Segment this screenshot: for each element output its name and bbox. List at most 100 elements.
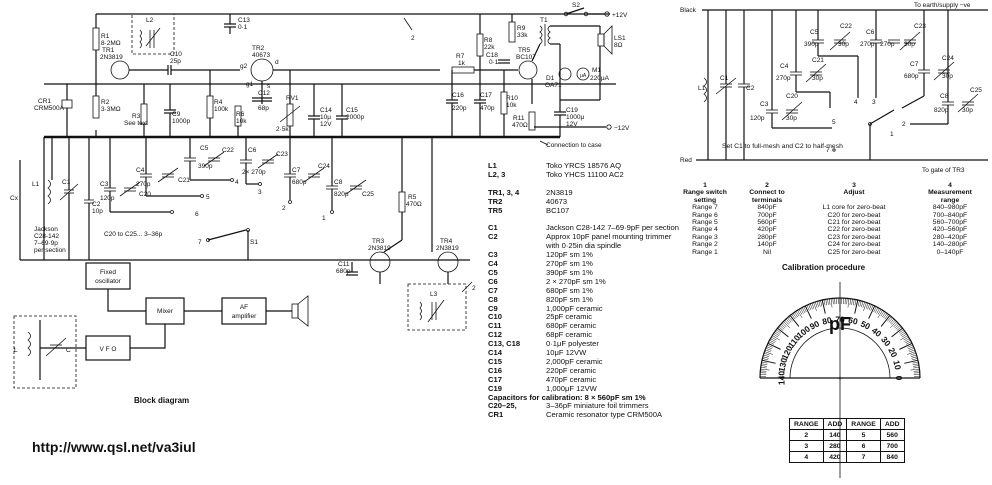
r2-label: R2 bbox=[101, 99, 110, 106]
dial-tick bbox=[889, 318, 893, 323]
cal-c7-value: 680p bbox=[904, 73, 919, 80]
cal-c22-value: 30p bbox=[838, 41, 849, 48]
term-7: 7 bbox=[198, 239, 202, 246]
dial-label: 50 bbox=[859, 319, 872, 332]
cal-c5-value: 390p bbox=[804, 41, 819, 48]
dial-tick bbox=[761, 369, 770, 370]
l1-coil bbox=[48, 180, 51, 204]
dial-tick bbox=[824, 300, 825, 306]
c7-value: 680p bbox=[292, 179, 307, 186]
r6-label: R6 bbox=[236, 111, 245, 118]
c6-label: C6 bbox=[248, 147, 257, 154]
range-cell: 700pF bbox=[734, 212, 800, 219]
add-cell: 700 bbox=[880, 441, 904, 452]
mixer-label: Mixer bbox=[157, 308, 174, 315]
bd-l-label: L bbox=[14, 347, 18, 354]
s2-label: S2 bbox=[572, 2, 580, 9]
r5-resistor bbox=[399, 192, 405, 212]
cal-c1-label: C1 bbox=[720, 75, 729, 82]
range-cell: 700–840pF bbox=[908, 212, 992, 219]
af-amp-block bbox=[222, 298, 266, 324]
range-col-header: Range switch bbox=[676, 189, 734, 196]
jackson-label-4: per section bbox=[34, 247, 66, 254]
c15-label: C15 bbox=[346, 107, 358, 114]
range-cell: 140pF bbox=[734, 241, 800, 248]
dial-tick bbox=[812, 303, 814, 309]
tr3-transistor bbox=[370, 252, 390, 272]
dial-tick bbox=[831, 299, 832, 308]
dial-tick bbox=[913, 365, 919, 366]
c11-label: C11 bbox=[338, 261, 350, 268]
dial-tick bbox=[896, 325, 901, 329]
c9-value: 1000p bbox=[172, 118, 190, 125]
range-cell: 560–700pF bbox=[908, 219, 992, 226]
range-cell: L1 core for zero-beat bbox=[800, 204, 908, 211]
dial-tick bbox=[786, 319, 790, 323]
term-2: 2 bbox=[282, 205, 286, 212]
c8-c25-group: C8 820p C25 1 bbox=[322, 137, 374, 222]
source-url[interactable]: http://www.qsl.net/va3iul bbox=[32, 439, 196, 455]
term-2-bottom: 2 bbox=[472, 285, 476, 292]
dial-tick bbox=[822, 300, 825, 314]
dial-tick bbox=[913, 367, 919, 368]
dial-tick bbox=[912, 358, 918, 359]
cx-label: Cx bbox=[10, 195, 19, 202]
range-cell: 840pF bbox=[734, 204, 800, 211]
fixed-osc-label-2: oscillator bbox=[95, 278, 121, 285]
minus12-label: −12V bbox=[614, 125, 630, 132]
range-col-number: 1 bbox=[676, 182, 734, 189]
c16-label: C16 bbox=[452, 92, 464, 99]
c18-value: 0·1 bbox=[489, 59, 499, 66]
c7-c24-group: C7 680p C24 2 bbox=[282, 137, 330, 212]
cal-c22-label: C22 bbox=[840, 23, 852, 30]
dial-label: 20 bbox=[886, 346, 899, 359]
term-1: 1 bbox=[322, 215, 326, 222]
cal-c4-value: 270p bbox=[776, 75, 791, 82]
c14-value: 10μ bbox=[320, 114, 331, 121]
r5-value: 470Ω bbox=[406, 201, 422, 208]
jackson-label-1: Jackson bbox=[34, 226, 58, 233]
range-cell: C20 for zero-beat bbox=[800, 212, 908, 219]
dial-tick bbox=[900, 335, 908, 340]
range-col-number: 4 bbox=[908, 182, 992, 189]
range-cell: Range 6 bbox=[676, 212, 734, 219]
range-col-header: setting bbox=[676, 197, 734, 204]
cr1-value: CRM500A bbox=[34, 105, 65, 112]
cal-c3-value: 120p bbox=[750, 115, 765, 122]
range-col-header: Adjust bbox=[800, 189, 908, 196]
r10-label: R10 bbox=[506, 95, 518, 102]
dial-tick bbox=[909, 350, 915, 352]
dial-tick bbox=[853, 299, 854, 305]
dial-tick bbox=[781, 324, 785, 328]
tr2-transistor bbox=[251, 59, 273, 81]
dial-tick bbox=[826, 299, 827, 305]
cal-c21-value: 30p bbox=[812, 75, 823, 82]
vfo-label: V F O bbox=[100, 346, 117, 353]
add-cell: 2 bbox=[790, 430, 824, 441]
r9-label: R9 bbox=[517, 25, 526, 32]
term-3: 3 bbox=[258, 189, 262, 196]
c7-label: C7 bbox=[292, 167, 301, 174]
range-cell: C22 for zero-beat bbox=[800, 226, 908, 233]
add-cell: 840 bbox=[880, 452, 904, 463]
ls1-speaker bbox=[598, 34, 604, 46]
tr2-g2: g2 bbox=[240, 63, 248, 70]
c6-c23-group: C6 2× 270p C23 3 bbox=[240, 137, 288, 196]
cal-term-3: 3 bbox=[872, 99, 876, 106]
r9-resistor bbox=[509, 22, 515, 42]
range-cell: C25 for zero-beat bbox=[800, 249, 908, 256]
range-cell: 140–280pF bbox=[908, 241, 992, 248]
ls1-value: 8Ω bbox=[614, 42, 623, 49]
d1-label: D1 bbox=[546, 75, 555, 82]
dial-tick bbox=[762, 362, 768, 363]
term-2-top: 2 bbox=[411, 35, 415, 42]
parts-value: Toko YHCS 11100 AC2 bbox=[546, 171, 748, 180]
dial-tick bbox=[861, 301, 863, 307]
add-cell: ADD bbox=[880, 419, 904, 430]
